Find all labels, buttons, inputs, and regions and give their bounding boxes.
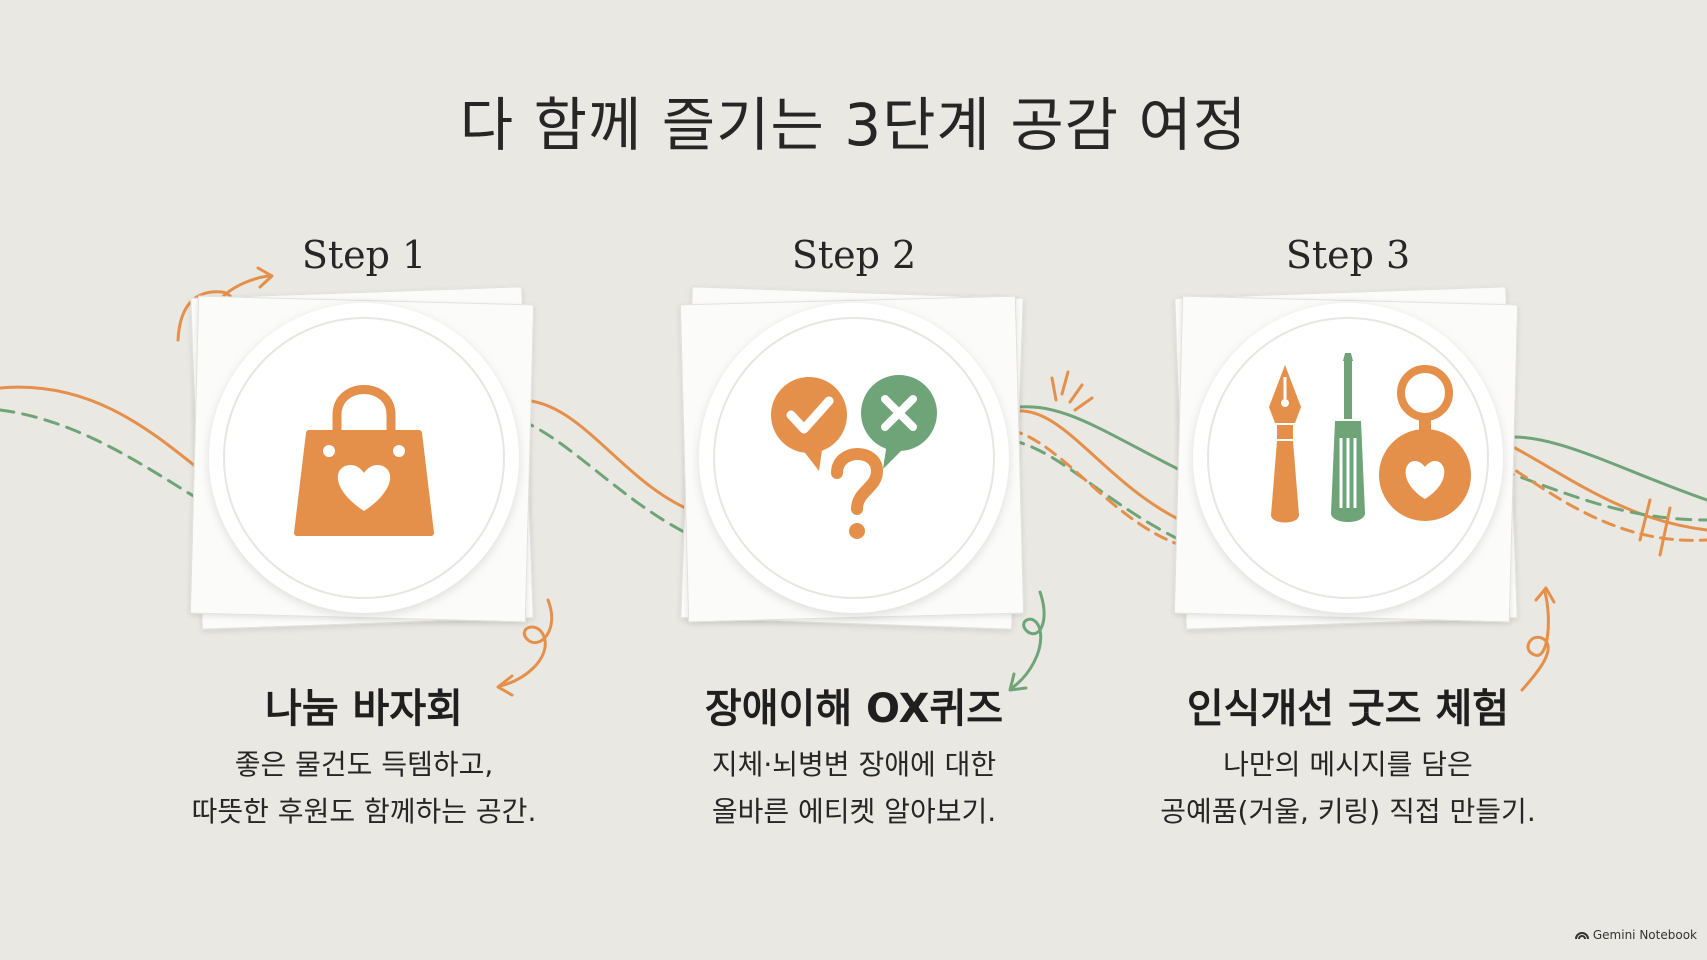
disc-ring: [1207, 317, 1489, 599]
step-3-label: Step 3: [1285, 233, 1411, 277]
desc-line: 지체·뇌병변 장애에 대한: [711, 748, 997, 781]
step-3-title: 인식개선 굿즈 체험: [1186, 686, 1510, 732]
desc-line: 따뜻한 후원도 함께하는 공간.: [191, 795, 537, 828]
step-2-icon-disc: [699, 303, 1009, 613]
desc-line: 공예품(거울, 키링) 직접 만들기.: [1160, 795, 1536, 828]
disc-ring: [223, 317, 505, 599]
craft-tools-keyring-icon: [1269, 353, 1471, 523]
step-1-label: Step 1: [301, 233, 427, 277]
step-3-icon-disc: [1193, 303, 1503, 613]
step-3-description: 나만의 메시지를 담은 공예품(거울, 키링) 직접 만들기.: [1068, 741, 1628, 835]
step-2-card: Step 2 장애이해 OX퀴즈 지체·뇌병변 장애에 대한 올바른 에티켓 알…: [574, 0, 1134, 960]
step-3-card: Step 3 인식개선: [1068, 0, 1628, 960]
desc-line: 올바른 에티켓 알아보기.: [711, 795, 997, 828]
shopping-bag-heart-icon: [294, 385, 434, 536]
brand-logo-icon: [1574, 931, 1589, 939]
step-1-title: 나눔 바자회: [265, 686, 463, 732]
desc-line: 나만의 메시지를 담은: [1223, 748, 1473, 781]
step-1-icon-disc: [209, 303, 519, 613]
brand-watermark: Gemini Notebook: [1574, 928, 1697, 942]
ox-quiz-bubbles-icon: [771, 375, 937, 539]
step-1-description: 좋은 물건도 득템하고, 따뜻한 후원도 함께하는 공간.: [84, 741, 644, 835]
step-1-card: Step 1 나눔 바자회 좋은 물건도 득템하고, 따뜻한 후원도 함께하는 …: [84, 0, 644, 960]
step-2-label: Step 2: [791, 233, 917, 277]
step-2-description: 지체·뇌병변 장애에 대한 올바른 에티켓 알아보기.: [574, 741, 1134, 835]
brand-label: Gemini Notebook: [1592, 928, 1697, 942]
step-2-title: 장애이해 OX퀴즈: [704, 686, 1004, 732]
disc-ring: [713, 317, 995, 599]
desc-line: 좋은 물건도 득템하고,: [234, 748, 494, 781]
page-title: 다 함께 즐기는 3단계 공감 여정: [459, 91, 1248, 159]
